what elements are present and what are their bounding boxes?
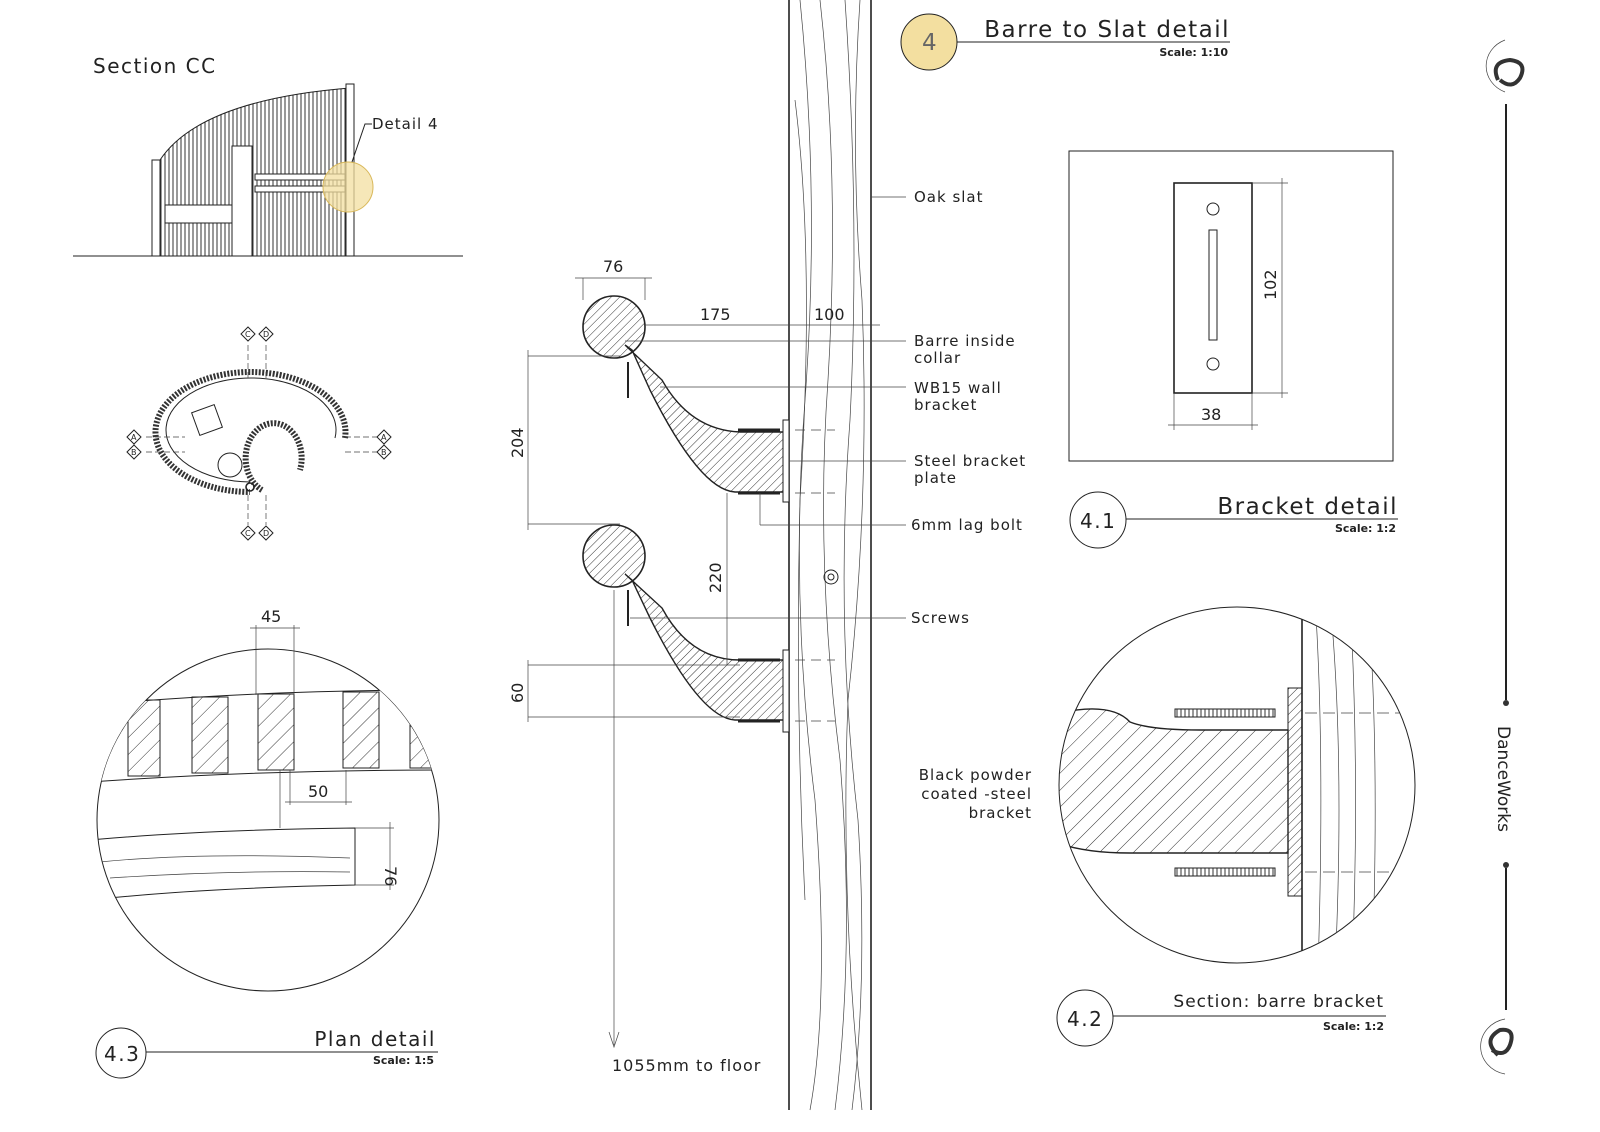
dimension-lines — [527, 277, 880, 1045]
section-marker-d: D — [258, 326, 274, 342]
dim-slat-width: 45 — [261, 607, 281, 626]
svg-text:D: D — [263, 529, 269, 538]
dim-plate: 60 — [508, 683, 527, 703]
section-detail-title: Section: barre bracket — [1173, 992, 1384, 1012]
svg-text:B: B — [381, 448, 387, 457]
bracket-detail-title: Bracket detail — [1217, 494, 1398, 520]
svg-text:C: C — [245, 330, 251, 339]
slat-wall-elevation — [159, 87, 351, 257]
svg-text:4: 4 — [922, 30, 938, 56]
dim-barre-spacing: 204 — [508, 427, 527, 458]
brand-strip: DanceWorks — [1480, 39, 1525, 1075]
svg-text:Steel bracket: Steel bracket — [914, 452, 1026, 470]
logo-icon — [1493, 57, 1525, 87]
section-marker-c: C — [240, 326, 256, 342]
label-screws: Screws — [911, 609, 970, 627]
svg-text:C: C — [245, 529, 251, 538]
dim-depth: 76 — [381, 866, 400, 886]
svg-text:4.3: 4.3 — [104, 1042, 140, 1066]
dim-slat-gap: 50 — [308, 782, 328, 801]
svg-text:D: D — [263, 330, 269, 339]
svg-text:Barre inside: Barre inside — [914, 332, 1016, 350]
brand-name: DanceWorks — [1493, 726, 1513, 832]
logo-icon — [1488, 1027, 1514, 1057]
svg-text:A: A — [131, 433, 137, 442]
svg-text:bracket: bracket — [969, 804, 1032, 822]
svg-text:Scale: 1:2: Scale: 1:2 — [1335, 522, 1396, 535]
dim-bracket-height: 102 — [1261, 269, 1280, 300]
svg-text:plate: plate — [914, 469, 957, 487]
bracket-detail: 102 38 4.1 Bracket detail Scale: 1:2 — [1068, 150, 1398, 549]
svg-text:Scale: 1:10: Scale: 1:10 — [1159, 46, 1228, 59]
svg-text:collar: collar — [914, 349, 961, 367]
svg-text:coated -steel: coated -steel — [921, 785, 1032, 803]
main-detail-title: Barre to Slat detail — [984, 17, 1230, 43]
detail-4-callout: Detail 4 — [372, 115, 439, 133]
section-cc-title: Section CC — [93, 54, 217, 78]
svg-text:Scale: 1:5: Scale: 1:5 — [373, 1054, 434, 1067]
label-lag-bolt: 6mm lag bolt — [911, 516, 1023, 534]
detail-number-badge — [95, 1027, 147, 1079]
svg-text:4.2: 4.2 — [1067, 1007, 1103, 1031]
detail-number-badge — [1069, 491, 1127, 549]
floor-plan: A B A B C D C D — [126, 326, 392, 541]
svg-text:bracket: bracket — [914, 396, 977, 414]
svg-text:Black powder: Black powder — [919, 766, 1032, 784]
svg-text:WB15 wall: WB15 wall — [914, 379, 1002, 397]
dim-bracket-width: 38 — [1201, 405, 1221, 424]
upper-barre — [582, 295, 790, 503]
section-marker-a: A — [126, 429, 142, 445]
lower-barre — [582, 524, 790, 733]
svg-text:B: B — [131, 448, 137, 457]
barre-to-slat-detail: 4 Barre to Slat detail Scale: 1:10 — [508, 0, 1230, 1111]
plan-detail: 45 50 76 4.3 Plan detail Scale: 1:5 — [95, 607, 440, 1079]
dim-lower: 220 — [706, 562, 725, 593]
dim-slat-depth: 100 — [814, 305, 845, 324]
detail-4-highlight — [322, 161, 374, 213]
oak-grain — [794, 0, 865, 1111]
plan-detail-title: Plan detail — [314, 1027, 436, 1051]
svg-text:4.1: 4.1 — [1080, 509, 1116, 533]
dim-barre-diameter: 76 — [603, 257, 623, 276]
dim-projection: 175 — [700, 305, 731, 324]
svg-text:Scale: 1:2: Scale: 1:2 — [1323, 1020, 1384, 1033]
label-to-floor: 1055mm to floor — [612, 1056, 761, 1075]
section-barre-bracket-detail: 4.2 Section: barre bracket Scale: 1:2 — [1056, 606, 1416, 1047]
label-oak-slat: Oak slat — [914, 188, 984, 206]
section-marker-b: B — [126, 444, 142, 460]
detail-number-badge — [1056, 989, 1114, 1047]
section-cc: Section CC Detail 4 — [73, 54, 463, 257]
svg-text:A: A — [381, 433, 387, 442]
